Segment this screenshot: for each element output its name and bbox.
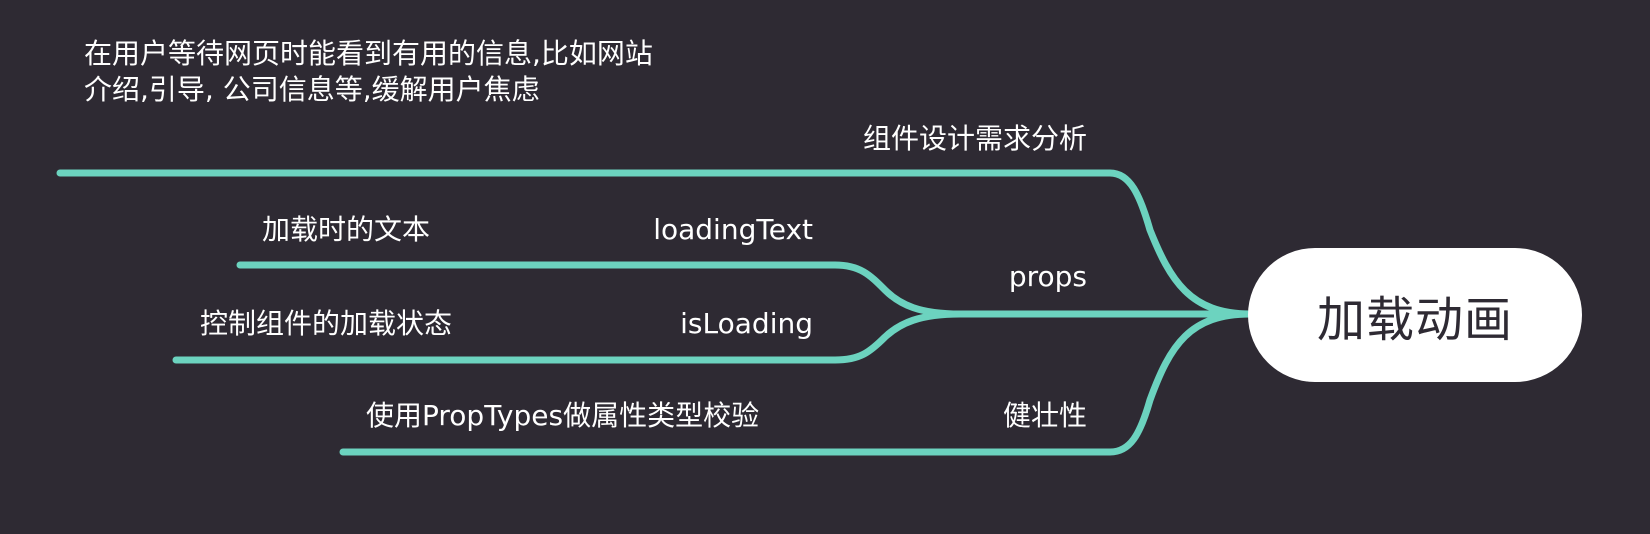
branch-label-isloading[interactable]: isLoading xyxy=(680,307,813,340)
connector-root-to-robustness xyxy=(339,310,1254,456)
root-node[interactable]: 加载动画 xyxy=(1248,248,1582,382)
connector-props-to-isloading xyxy=(172,310,964,364)
branch-label-robustness[interactable]: 健壮性 xyxy=(1002,399,1087,432)
connector-root-to-analysis xyxy=(56,169,1254,318)
branch-note-loadingtext: 加载时的文本 xyxy=(262,213,431,246)
branch-label-loadingtext[interactable]: loadingText xyxy=(653,213,813,246)
branch-note-analysis: 在用户等待网页时能看到有用的信息,比如网站介绍,引导, 公司信息等,缓解用户焦虑 xyxy=(84,37,653,106)
root-label: 加载动画 xyxy=(1316,292,1513,348)
branch-label-props[interactable]: props xyxy=(1008,260,1087,293)
branch-label-analysis[interactable]: 组件设计需求分析 xyxy=(862,122,1087,155)
branch-note-robustness: 使用PropTypes做属性类型校验 xyxy=(366,399,760,432)
connector-props-to-loadingtext xyxy=(236,261,964,318)
branch-note-isloading: 控制组件的加载状态 xyxy=(200,307,453,340)
